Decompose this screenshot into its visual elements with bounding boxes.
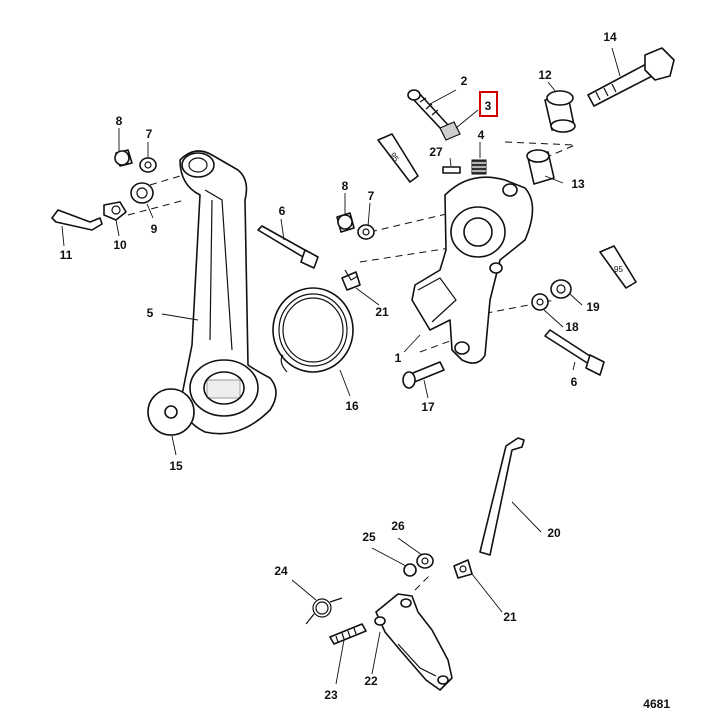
- bushing-part-12: [544, 90, 576, 133]
- callout-22: 22: [364, 674, 378, 688]
- callout-1: 1: [395, 351, 402, 365]
- spacer-part-8-center: [336, 212, 355, 233]
- callout-18: 18: [565, 320, 579, 334]
- nut-part-7-left: [139, 157, 157, 173]
- washer-part-25: [403, 563, 417, 577]
- callout-13: 13: [571, 177, 585, 191]
- rod-end-part-11: [51, 209, 103, 231]
- callout-12: 12: [538, 68, 552, 82]
- nut-part-7-center: [357, 224, 375, 240]
- callout-8-center: 8: [342, 179, 349, 193]
- screw-part-2: [407, 89, 449, 131]
- callout-21-upper: 21: [375, 305, 389, 319]
- torsion-spring-part-24: [305, 597, 343, 625]
- callout-25: 25: [362, 530, 376, 544]
- callout-8-left: 8: [116, 114, 123, 128]
- nut-part-9: [130, 182, 154, 204]
- callout-7-left: 7: [146, 127, 153, 141]
- clip-part-10: [103, 201, 127, 221]
- callout-9: 9: [151, 222, 158, 236]
- callout-6-right: 6: [571, 375, 578, 389]
- spacer-part-8-left: [114, 149, 133, 167]
- callout-7-center: 7: [368, 189, 375, 203]
- pin-part-17: [402, 361, 445, 389]
- callout-10: 10: [113, 238, 127, 252]
- callout-labels: 1 2 3 4 5 6 6 7 7 8 8 9 10 11 12 13 14 1…: [60, 30, 617, 702]
- washer-part-18: [531, 293, 549, 311]
- throttle-arm-part-5: [179, 150, 277, 435]
- washer-part-15: [147, 388, 195, 436]
- callout-23: 23: [324, 688, 338, 702]
- lubricant-tube-upper: 95: [377, 133, 419, 183]
- stud-part-23: [329, 623, 367, 645]
- callout-14: 14: [603, 30, 617, 44]
- lever-bracket-part-1: [411, 176, 534, 364]
- figure-number: 4681: [643, 697, 670, 711]
- callout-16: 16: [345, 399, 359, 413]
- lower-bracket-part-22: [374, 593, 453, 691]
- spring-part-4: [471, 159, 487, 175]
- bolt-part-14: [587, 47, 675, 107]
- bolt-part-6-right: [544, 329, 605, 376]
- sleeve-part-13: [526, 149, 555, 185]
- lubricant-tube-lower: 95: [599, 245, 637, 289]
- nut-part-3: [439, 121, 461, 141]
- callout-20: 20: [547, 526, 561, 540]
- callout-15: 15: [169, 459, 183, 473]
- callout-21-lower: 21: [503, 610, 517, 624]
- tube-label-lower: 95: [614, 265, 623, 274]
- link-rod-part-20: [479, 437, 525, 556]
- highlight-box-callout-3: [479, 91, 498, 117]
- callout-17: 17: [421, 400, 435, 414]
- callout-4: 4: [478, 128, 485, 142]
- bolt-part-6-left: [257, 225, 319, 269]
- callout-19: 19: [586, 300, 600, 314]
- callout-5: 5: [147, 306, 154, 320]
- callout-2: 2: [461, 74, 468, 88]
- callout-24: 24: [274, 564, 288, 578]
- callout-26: 26: [391, 519, 405, 533]
- tag-part-27: [442, 166, 461, 174]
- callout-6-left: 6: [279, 204, 286, 218]
- callout-3: 3: [485, 99, 492, 113]
- callout-27: 27: [429, 145, 443, 159]
- nut-part-19: [550, 279, 572, 299]
- clip-part-21-lower: [453, 559, 473, 579]
- leader-lines: [61, 47, 621, 685]
- nut-part-26: [416, 553, 434, 569]
- callout-11: 11: [60, 248, 73, 262]
- coil-spring-part-16: [272, 287, 354, 373]
- clip-part-21-upper: [341, 269, 361, 291]
